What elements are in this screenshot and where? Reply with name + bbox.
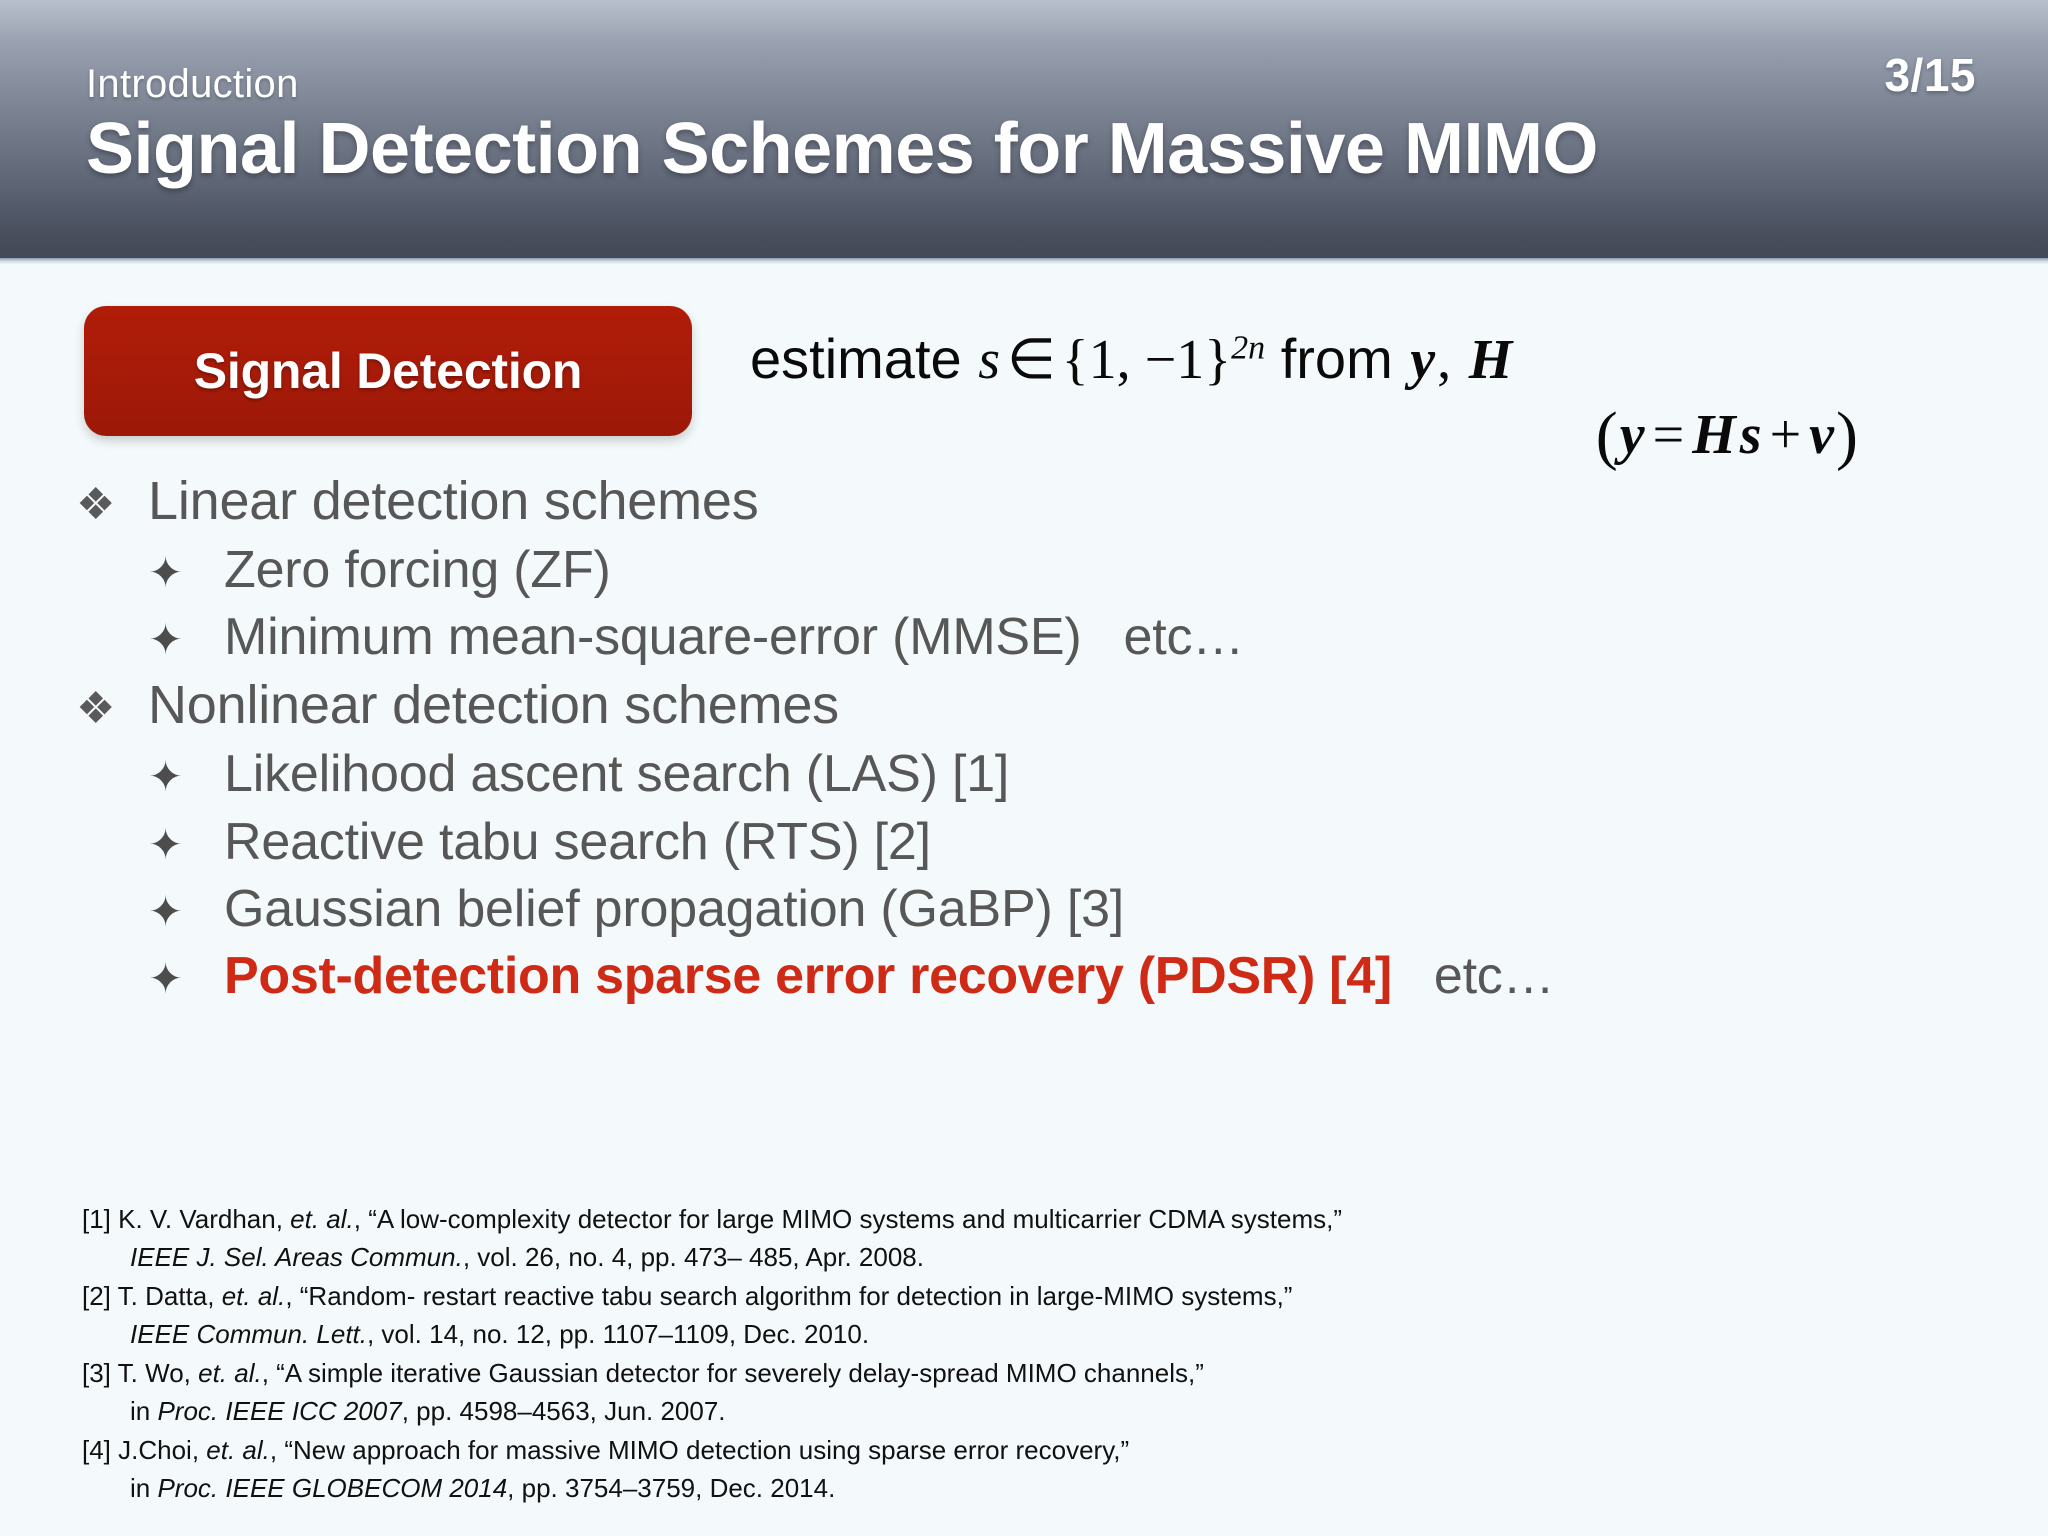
reference-venue: Proc. IEEE GLOBECOM 2014 — [157, 1473, 508, 1504]
bullet-label: Minimum mean-square-error (MMSE) — [224, 608, 1082, 667]
reference-entry: [3] T. Wo, et. al., “A simple iterative … — [82, 1354, 1982, 1392]
star-bullet-icon: ✦ — [148, 548, 184, 596]
star-bullet-icon: ✦ — [148, 753, 184, 801]
bullet-label: Nonlinear detection schemes — [148, 675, 839, 736]
section-eyebrow: Introduction — [86, 62, 299, 106]
page-number: 3/15 — [1884, 49, 1976, 101]
formula-var-y: y — [1410, 329, 1436, 391]
formula-var-s: s — [978, 329, 1000, 391]
formula-comma: , — [1437, 329, 1452, 391]
bullet-item: ❖ Linear detection schemes — [76, 470, 1976, 534]
callout-label: Signal Detection — [193, 343, 583, 399]
diamond-bullet-icon: ❖ — [76, 480, 116, 529]
reference-title: , “New approach for massive MIMO detecti… — [269, 1434, 1130, 1465]
bullet-label: Linear detection schemes — [148, 471, 759, 531]
reference-venue-prefix: in — [130, 1473, 158, 1504]
signal-detection-callout: Signal Detection — [84, 306, 692, 436]
reference-title: , “A low-complexity detector for large M… — [353, 1204, 1342, 1234]
bullet-label: Reactive tabu search (RTS) [2] — [224, 812, 931, 871]
bullet-item: ✦ Post-detection sparse error recovery (P… — [76, 946, 1976, 1007]
reference-venue-line: in Proc. IEEE ICC 2007, pp. 4598–4563, J… — [82, 1392, 1982, 1430]
formula-exponent: 2n — [1231, 329, 1266, 367]
diamond-bullet-icon: ❖ — [76, 684, 116, 734]
reference-pages: , pp. 4598–4563, Jun. 2007. — [401, 1396, 726, 1427]
formula-from: from — [1280, 327, 1393, 390]
bullet-list: ❖ Linear detection schemes ✦ Zero forcing (… — [76, 470, 1976, 1014]
reference-authors: J.Choi, — [118, 1434, 207, 1465]
reference-venue: IEEE Commun. Lett. — [130, 1319, 367, 1350]
reference-etal: et. al. — [198, 1357, 262, 1388]
star-bullet-icon: ✦ — [148, 887, 184, 935]
bullet-item: ❖ Nonlinear detection schemes — [76, 674, 1976, 738]
reference-tag: [2] — [82, 1280, 118, 1311]
formula-op-in: ∈ — [1007, 329, 1056, 391]
bullet-etc-label: etc… — [1123, 608, 1245, 667]
reference-pages: , vol. 14, no. 12, pp. 1107–1109, Dec. 2… — [366, 1319, 870, 1350]
reference-venue-line: IEEE Commun. Lett., vol. 14, no. 12, pp.… — [82, 1315, 1982, 1353]
bullet-label: Post-detection sparse error recovery (PD… — [224, 947, 1392, 1006]
reference-tag: [3] — [82, 1357, 118, 1388]
formula2-var-s: s — [1739, 403, 1762, 466]
reference-venue: Proc. IEEE ICC 2007 — [157, 1396, 402, 1427]
reference-authors: K. V. Vardhan, — [118, 1204, 291, 1234]
formula-line-2: (y=Hs+v) — [750, 398, 1950, 474]
star-bullet-icon: ✦ — [148, 820, 184, 868]
page-title: Signal Detection Schemes for Massive MIM… — [86, 109, 1598, 189]
reference-tag: [4] — [82, 1434, 119, 1465]
header-divider — [0, 258, 2048, 264]
reference-venue: IEEE J. Sel. Areas Commun. — [130, 1242, 463, 1273]
reference-venue-line: IEEE J. Sel. Areas Commun., vol. 26, no.… — [82, 1238, 1982, 1276]
reference-tag: [1] — [82, 1204, 119, 1234]
reference-etal: et. al. — [290, 1204, 354, 1234]
bullet-item: ✦ Reactive tabu search (RTS) [2] — [76, 812, 1976, 873]
bullet-label: Gaussian belief propagation (GaBP) [3] — [224, 879, 1125, 938]
reference-entry: [1] K. V. Vardhan, et. al., “A low-compl… — [82, 1200, 1982, 1238]
bullet-etc-label: etc… — [1433, 947, 1555, 1006]
formula2-var-H: H — [1692, 403, 1736, 466]
reference-entry: [2] T. Datta, et. al., “Random- restart … — [82, 1277, 1982, 1315]
formula-var-H: H — [1468, 329, 1513, 391]
reference-venue-prefix: in — [130, 1396, 158, 1427]
formula2-paren-close: ) — [1836, 398, 1858, 472]
reference-pages: , vol. 26, no. 4, pp. 473– 485, Apr. 200… — [462, 1242, 924, 1273]
star-bullet-icon: ✦ — [148, 616, 184, 664]
formula-set-open: { — [1061, 329, 1089, 391]
bullet-item: ✦ Likelihood ascent search (LAS) [1] — [76, 744, 1976, 805]
reference-etal: et. al. — [221, 1280, 286, 1311]
formula-line-1: estimate s∈{1, −1}2n from y, H — [750, 327, 1950, 391]
bullet-item: ✦ Minimum mean-square-error (MMSE) etc… — [76, 607, 1976, 668]
formula-block: estimate s∈{1, −1}2n from y, H (y=Hs+v) — [750, 327, 1950, 474]
bullet-label: Likelihood ascent search (LAS) [1] — [224, 745, 1010, 804]
reference-pages: , pp. 3754–3759, Dec. 2014. — [507, 1473, 836, 1504]
formula-lead: estimate — [750, 327, 962, 390]
bullet-item: ✦ Zero forcing (ZF) — [76, 540, 1976, 601]
reference-venue-line: in Proc. IEEE GLOBECOM 2014, pp. 3754–37… — [82, 1469, 1982, 1507]
bullet-item: ✦ Gaussian belief propagation (GaBP) [3] — [76, 879, 1976, 940]
reference-entry: [4] J.Choi, et. al., “New approach for m… — [82, 1431, 1982, 1469]
star-bullet-icon: ✦ — [148, 955, 184, 1003]
reference-etal: et. al. — [206, 1434, 270, 1465]
slide-header-band — [0, 0, 2048, 258]
bullet-label: Zero forcing (ZF) — [224, 540, 611, 599]
reference-title: , “A simple iterative Gaussian detector … — [261, 1357, 1204, 1388]
formula2-paren-open: ( — [1595, 398, 1618, 472]
reference-authors: T. Wo, — [117, 1357, 199, 1388]
reference-authors: T. Datta, — [117, 1280, 222, 1311]
formula2-equals: = — [1652, 403, 1685, 466]
formula2-plus: + — [1769, 403, 1802, 466]
formula2-var-y: y — [1619, 403, 1645, 466]
formula-set-values: 1, −1 — [1088, 329, 1205, 391]
reference-title: , “Random- restart reactive tabu search … — [285, 1280, 1293, 1311]
formula-set-close: } — [1204, 329, 1232, 391]
reference-list: [1] K. V. Vardhan, et. al., “A low-compl… — [82, 1200, 1982, 1508]
formula2-var-v: v — [1809, 403, 1835, 466]
